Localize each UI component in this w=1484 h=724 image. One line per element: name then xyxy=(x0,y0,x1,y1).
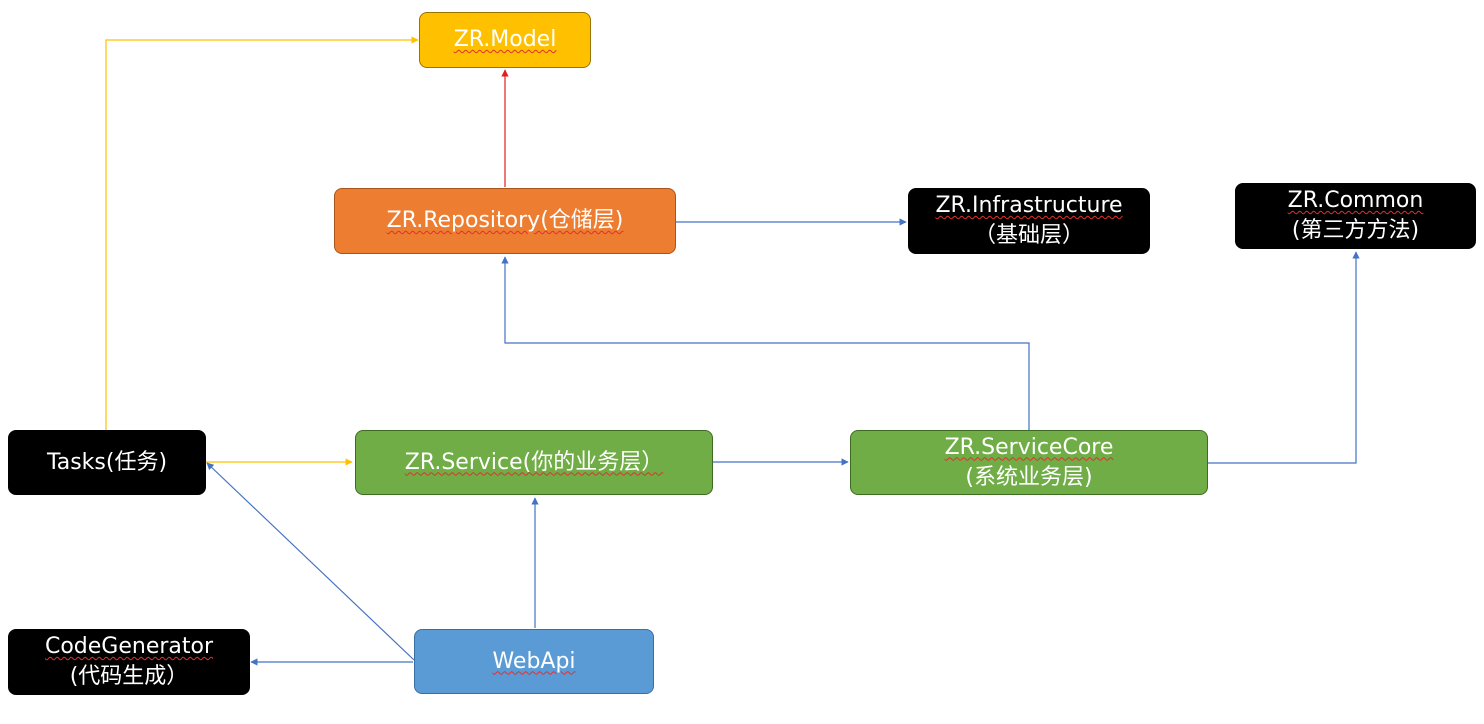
node-webapi[interactable]: WebApi xyxy=(414,629,654,694)
node-zr-common[interactable]: ZR.Common (第三方方法) xyxy=(1235,183,1476,249)
arrow-servicecore-to-repository xyxy=(501,256,1030,430)
node-codegenerator-label: CodeGenerator xyxy=(44,634,214,659)
node-zr-infrastructure[interactable]: ZR.Infrastructure （基础层） xyxy=(908,188,1150,254)
node-zr-repository[interactable]: ZR.Repository(仓储层) xyxy=(334,188,676,254)
node-zr-repository-label: ZR.Repository(仓储层) xyxy=(386,208,624,233)
node-tasks-label: Tasks(任务) xyxy=(46,449,168,475)
node-zr-common-label: ZR.Common xyxy=(1287,188,1424,213)
node-zr-common-sublabel: (第三方方法) xyxy=(1291,218,1420,243)
node-zr-servicecore-label: ZR.ServiceCore xyxy=(944,434,1114,460)
arrow-webapi-to-tasks xyxy=(206,462,415,661)
node-zr-infrastructure-label: ZR.Infrastructure xyxy=(935,193,1123,218)
node-zr-service[interactable]: ZR.Service(你的业务层） xyxy=(355,430,713,495)
node-zr-model-label: ZR.Model xyxy=(453,27,557,52)
arrow-tasks-to-model xyxy=(105,36,419,430)
node-zr-service-label: ZR.Service(你的业务层） xyxy=(404,449,664,475)
node-zr-infrastructure-sublabel: （基础层） xyxy=(973,223,1084,248)
node-webapi-label: WebApi xyxy=(492,648,576,674)
node-zr-servicecore[interactable]: ZR.ServiceCore (系统业务层) xyxy=(850,430,1208,495)
arrow-servicecore-to-common xyxy=(1208,251,1360,464)
node-zr-model[interactable]: ZR.Model xyxy=(419,12,591,68)
node-codegenerator-sublabel: (代码生成） xyxy=(69,664,189,689)
node-codegenerator[interactable]: CodeGenerator (代码生成） xyxy=(8,629,250,695)
node-tasks[interactable]: Tasks(任务) xyxy=(8,430,206,495)
node-zr-servicecore-sublabel: (系统业务层) xyxy=(965,464,1093,490)
